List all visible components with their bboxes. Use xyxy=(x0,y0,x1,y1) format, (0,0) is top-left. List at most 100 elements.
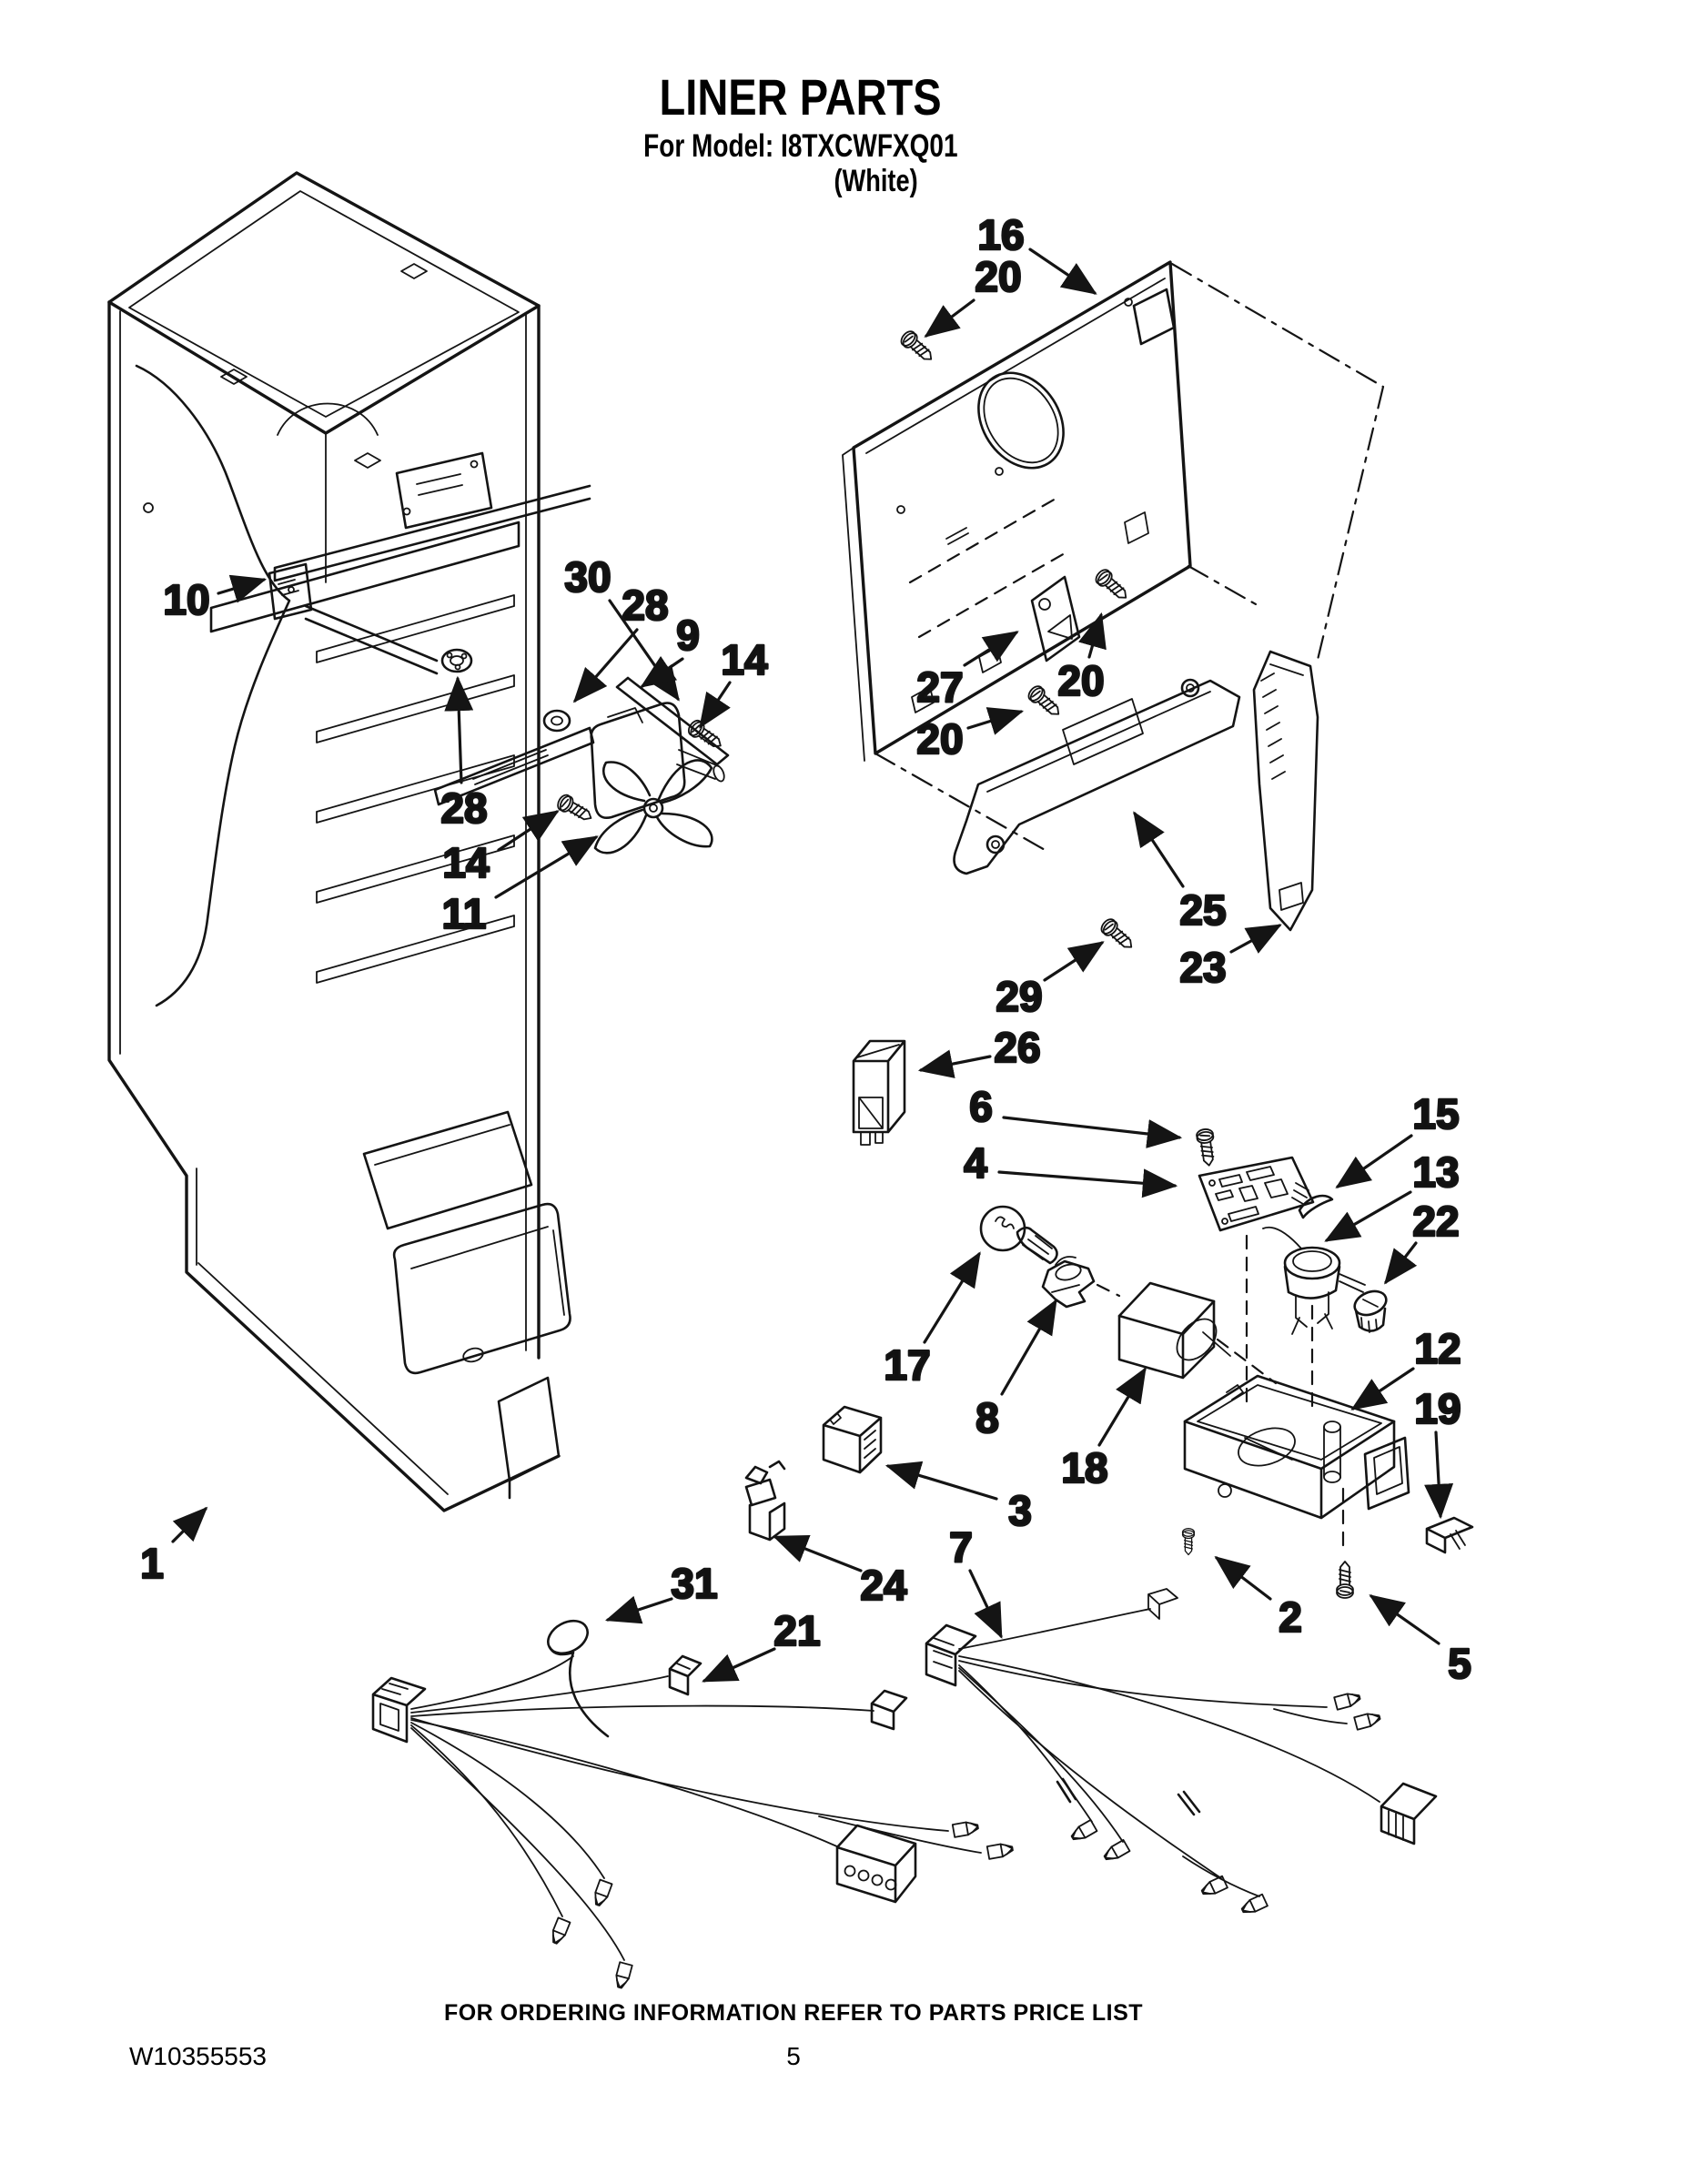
air-duct xyxy=(953,678,1241,875)
leader-arrow-28 xyxy=(572,628,639,703)
grommet xyxy=(547,1619,610,1738)
part-callout-17: 17 xyxy=(884,1341,930,1389)
part-callout-22: 22 xyxy=(1412,1198,1459,1245)
page-title: LINER PARTS xyxy=(659,68,943,126)
part-callout-21: 21 xyxy=(773,1607,820,1654)
leader-arrow-24 xyxy=(773,1535,863,1572)
leader-arrow-2 xyxy=(1214,1556,1272,1601)
plug-21 xyxy=(668,1654,702,1696)
relay-box xyxy=(852,1039,906,1146)
wire-harness-left xyxy=(371,1655,1016,1991)
light-lens xyxy=(1117,1281,1278,1385)
thermostat xyxy=(1262,1227,1366,1335)
leader-arrow-26 xyxy=(917,1049,992,1078)
leader-arrow-13 xyxy=(1324,1190,1412,1242)
page-number: 5 xyxy=(786,2042,801,2070)
part-callout-30: 30 xyxy=(564,553,611,601)
part-callout-20: 20 xyxy=(1057,657,1104,704)
part-callout-26: 26 xyxy=(994,1024,1040,1071)
gasket-plate xyxy=(1030,575,1081,662)
part-callout-11: 11 xyxy=(442,890,487,937)
part-callout-8: 8 xyxy=(975,1394,999,1441)
top-brace-and-bracket-10 xyxy=(268,451,591,675)
part-callout-27: 27 xyxy=(916,663,963,711)
light-switch xyxy=(822,1405,883,1474)
part-callout-2: 2 xyxy=(1279,1593,1302,1641)
leader-arrow-8 xyxy=(1000,1299,1057,1396)
part-callout-25: 25 xyxy=(1179,886,1226,934)
leader-arrow-20 xyxy=(1078,612,1107,659)
leader-arrow-17 xyxy=(923,1251,981,1344)
part-callout-31: 31 xyxy=(671,1560,717,1607)
part-callout-13: 13 xyxy=(1412,1148,1459,1196)
leader-arrow-14 xyxy=(699,681,732,729)
part-callout-28: 28 xyxy=(622,581,668,629)
part-callout-4: 4 xyxy=(964,1139,987,1187)
part-callout-20: 20 xyxy=(975,253,1021,300)
part-callout-16: 16 xyxy=(977,211,1024,258)
leader-arrow-20 xyxy=(966,707,1025,735)
leader-arrow-11 xyxy=(494,835,599,899)
leader-arrow-21 xyxy=(702,1647,776,1683)
control-board xyxy=(1198,1156,1315,1232)
part-callout-29: 29 xyxy=(996,973,1042,1020)
part-callout-3: 3 xyxy=(1008,1487,1032,1534)
leader-arrow-15 xyxy=(1335,1134,1413,1188)
leader-arrow-18 xyxy=(1097,1367,1147,1447)
leader-arrow-22 xyxy=(1384,1241,1418,1285)
document-number: W10355553 xyxy=(129,2042,268,2070)
part-callout-6: 6 xyxy=(969,1083,993,1130)
leader-arrow-23 xyxy=(1229,924,1282,954)
leader-arrow-12 xyxy=(1350,1367,1415,1410)
evaporator-panel xyxy=(842,260,1385,853)
leader-arrow-10 xyxy=(217,574,268,603)
part-callout-15: 15 xyxy=(1412,1090,1459,1138)
leader-arrow-5 xyxy=(1369,1594,1440,1645)
part-callout-23: 23 xyxy=(1179,944,1226,991)
leader-arrow-9 xyxy=(640,655,684,688)
ordering-note: FOR ORDERING INFORMATION REFER TO PARTS … xyxy=(443,2000,1144,2026)
clip-19 xyxy=(1425,1516,1474,1554)
color-line-wrap: (White) xyxy=(728,164,1025,199)
part-callout-10: 10 xyxy=(163,576,209,623)
part-callout-28: 28 xyxy=(440,784,487,832)
wire-harness-right xyxy=(925,1588,1438,1918)
part-callout-7: 7 xyxy=(949,1523,973,1571)
screw-6 xyxy=(1194,1127,1218,1168)
light-bulb xyxy=(979,1205,1058,1265)
part-callout-24: 24 xyxy=(860,1562,907,1609)
bulb-socket xyxy=(1041,1256,1121,1309)
screw-20a xyxy=(897,327,938,367)
leader-arrow-6 xyxy=(1002,1116,1183,1148)
screw-14b xyxy=(554,791,597,827)
part-callout-12: 12 xyxy=(1414,1325,1461,1372)
leader-arrow-27 xyxy=(963,631,1019,667)
screw-5 xyxy=(1335,1560,1355,1600)
part-callout-20: 20 xyxy=(916,715,963,763)
thermostat-knob xyxy=(1353,1289,1388,1333)
control-housing xyxy=(1183,1234,1410,1554)
page-header: LINER PARTS For Model: I8TXCWFXQ01 xyxy=(419,67,1183,165)
part-callout-14: 14 xyxy=(442,839,490,886)
part-callout-5: 5 xyxy=(1448,1640,1471,1687)
leader-arrow-31 xyxy=(604,1595,673,1624)
control-cover xyxy=(1252,650,1319,932)
screw-29 xyxy=(1097,915,1138,955)
liner-cabinet xyxy=(107,171,571,1512)
leader-arrow-4 xyxy=(997,1168,1178,1198)
clip-15 xyxy=(1298,1194,1334,1219)
screw-2 xyxy=(1181,1527,1196,1556)
leader-arrow-16 xyxy=(1028,248,1097,295)
door-switch xyxy=(744,1460,786,1542)
leader-arrow-29 xyxy=(1043,941,1105,982)
part-callout-9: 9 xyxy=(676,612,700,659)
screw-20b xyxy=(1092,565,1133,605)
part-callout-18: 18 xyxy=(1061,1444,1107,1491)
fastener-screws xyxy=(554,327,1355,1600)
model-line: For Model: I8TXCWFXQ01 xyxy=(643,128,958,164)
leader-arrow-3 xyxy=(884,1461,998,1501)
leader-arrow-19 xyxy=(1424,1431,1454,1520)
evaporator-fan-assembly xyxy=(433,648,730,854)
leader-arrow-28 xyxy=(444,675,474,784)
